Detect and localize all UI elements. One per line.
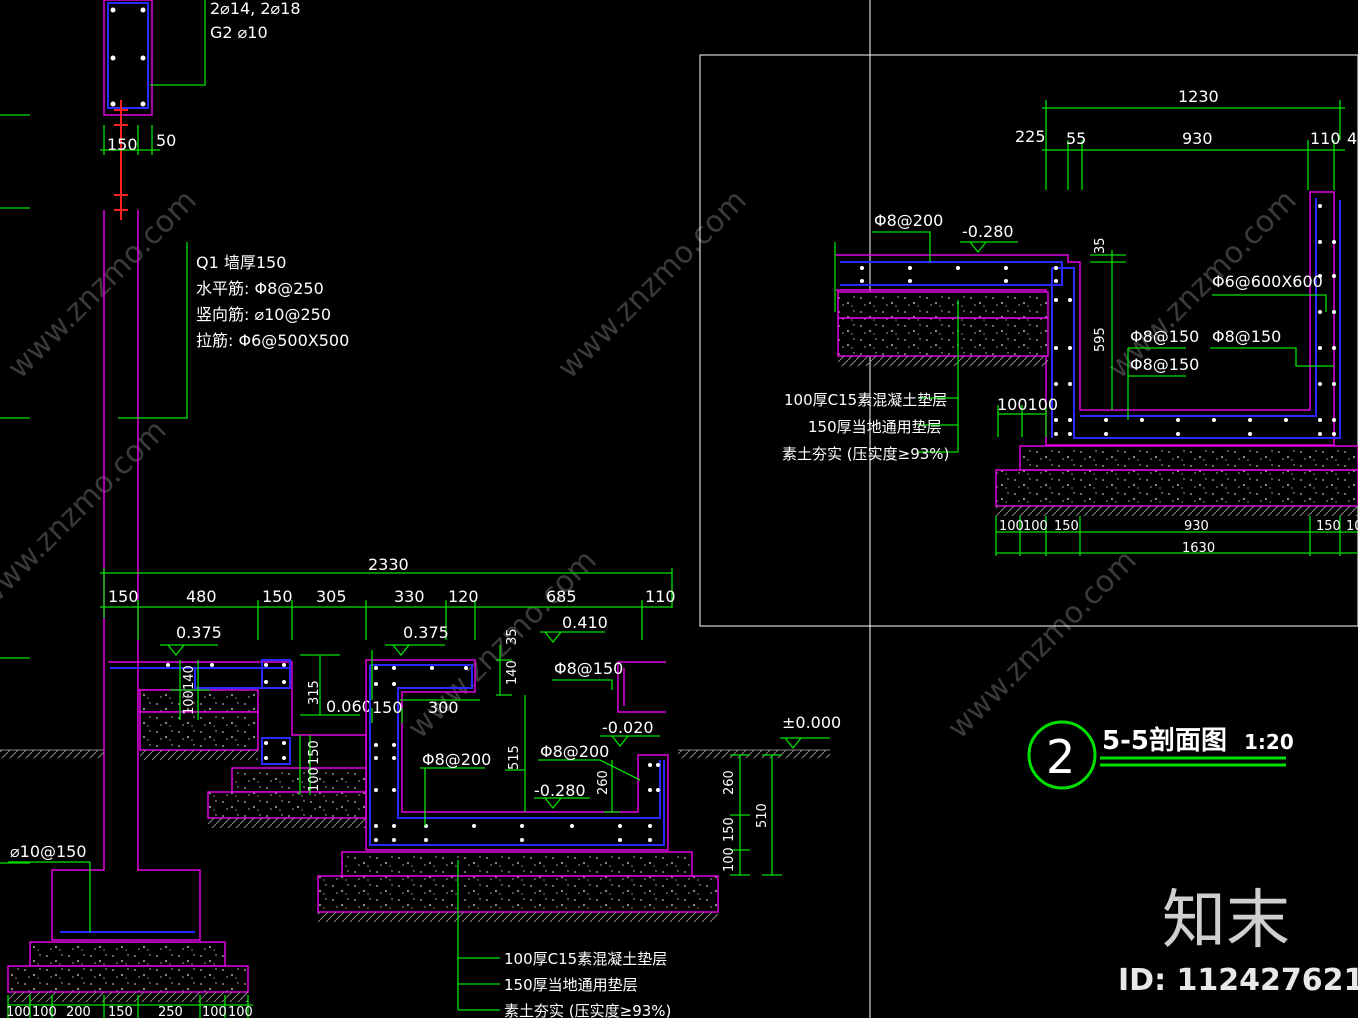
- dim-label: 300: [428, 698, 459, 717]
- dim-label: 120: [448, 587, 479, 606]
- wall-label: Q1 墙厚150: [196, 253, 286, 272]
- layer-label: 150厚当地通用垫层: [504, 976, 638, 994]
- detail-section: 1230 225 55 930 110 4 Φ8@200 -0.280 35 5…: [782, 87, 1358, 556]
- dim-label: 35: [505, 628, 520, 645]
- dim-label: 330: [394, 587, 425, 606]
- dim-label: 35: [1093, 237, 1108, 254]
- dim-label: 150: [372, 698, 403, 717]
- dim-label: 100: [307, 767, 322, 792]
- dim-label: 100: [6, 1005, 31, 1018]
- dim-label: 50: [156, 131, 176, 150]
- rebar-label: Φ6@600X600: [1212, 272, 1323, 291]
- detail-frame: [699, 54, 1358, 627]
- section-scale: 1:20: [1244, 730, 1294, 754]
- footing-rebar-label: ⌀10@150: [10, 842, 87, 861]
- main-section: 2330 150 480 150 305 330 120 685 110 0.3…: [100, 555, 841, 1018]
- elevation-label: 0.375: [176, 623, 222, 642]
- elevation-label: -0.280: [534, 781, 586, 800]
- watermark-text: www.znzmo.com: [551, 183, 754, 386]
- section-name: 5-5剖面图: [1102, 725, 1227, 756]
- layer-label: 素土夯实 (压实度≥93%): [504, 1002, 671, 1018]
- dim-label: 55: [1066, 129, 1086, 148]
- dim-label: 260: [722, 770, 737, 795]
- layer-label: 100厚C15素混凝土垫层: [504, 950, 667, 968]
- wall-rebar-label: 竖向筋: ⌀10@250: [196, 305, 331, 324]
- wall-rebar-label: 拉筋: Φ6@500X500: [196, 331, 349, 350]
- elevation-label: 0.060: [326, 697, 372, 716]
- dim-label: 4: [1347, 129, 1357, 148]
- dim-label: 225: [1015, 127, 1046, 146]
- column-stirrup-label: G2 ⌀10: [210, 23, 268, 42]
- dim-label: 140: [505, 660, 520, 685]
- column-rebar-label: 2⌀14, 2⌀18: [210, 0, 301, 18]
- elevation-label: 0.375: [403, 623, 449, 642]
- rebar-label: Φ8@150: [554, 659, 623, 678]
- dim-label: 100: [182, 690, 197, 715]
- rebar-label: Φ8@150: [1212, 327, 1281, 346]
- dim-label: 100: [1023, 519, 1048, 534]
- dim-label: 100: [32, 1005, 57, 1018]
- rebar-label: Φ8@200: [422, 750, 491, 769]
- rebar-label: Φ8@150: [1130, 355, 1199, 374]
- dim-label: 100: [999, 519, 1024, 534]
- section-number-circle: [1027, 720, 1097, 790]
- section-title: 2 5-5剖面图 1:20: [1027, 720, 1294, 790]
- rebar-label: Φ8@200: [874, 211, 943, 230]
- dim-label: 200: [66, 1005, 91, 1018]
- dim-label: 150: [108, 1005, 133, 1018]
- dim-label: 305: [316, 587, 347, 606]
- dim-label: 140: [182, 665, 197, 690]
- dim-label: 10: [1346, 519, 1358, 534]
- dim-label: 100100: [997, 395, 1058, 414]
- dim-label: 930: [1182, 129, 1213, 148]
- layer-label: 素土夯实 (压实度≥93%): [782, 445, 949, 463]
- rebar-label: Φ8@150: [1130, 327, 1199, 346]
- elevation-label: -0.280: [962, 222, 1014, 241]
- elevation-label: ±0.000: [782, 713, 841, 732]
- dim-label: 515: [507, 745, 522, 770]
- watermark-text: www.znzmo.com: [941, 543, 1144, 746]
- id-watermark: ID: 1124276214: [1118, 963, 1358, 998]
- dim-label: 260: [596, 770, 611, 795]
- dim-label: 100: [202, 1005, 227, 1018]
- dim-label: 150: [262, 587, 293, 606]
- dim-label: 510: [755, 803, 770, 828]
- dim-label: 100: [228, 1005, 253, 1018]
- dim-label: 110: [645, 587, 676, 606]
- dim-label: 315: [307, 680, 322, 705]
- wall-rebar-label: 水平筋: Φ8@250: [196, 279, 324, 298]
- dim-label: 150: [722, 817, 737, 842]
- elevation-label: 0.410: [562, 613, 608, 632]
- total-dim-label: 1230: [1178, 87, 1219, 106]
- dim-label: 150: [1316, 519, 1341, 534]
- dim-label: 100: [722, 847, 737, 872]
- dim-label: 150: [108, 587, 139, 606]
- dim-label: 110: [1310, 129, 1341, 148]
- dim-label: 150: [307, 740, 322, 765]
- rebar-label: Φ8@200: [540, 742, 609, 761]
- footing-bottom-dims: 100 100 200 150 250 100 100: [6, 995, 253, 1018]
- watermark-text: www.znzmo.com: [0, 413, 174, 616]
- elevation-label: -0.020: [602, 718, 654, 737]
- dim-label: 930: [1184, 519, 1209, 534]
- watermark-text: www.znzmo.com: [1, 183, 204, 386]
- dim-label: 480: [186, 587, 217, 606]
- layer-label: 150厚当地通用垫层: [808, 418, 942, 436]
- section-number: 2: [1046, 730, 1075, 784]
- dim-label: 150: [1054, 519, 1079, 534]
- dim-label: 1630: [1182, 541, 1215, 556]
- brand-watermark: 知末: [1162, 884, 1290, 958]
- dim-label: 250: [158, 1005, 183, 1018]
- dim-label: 685: [546, 587, 577, 606]
- dim-label: 595: [1093, 327, 1108, 352]
- dim-label: 150: [107, 135, 138, 154]
- total-dim-label: 2330: [368, 555, 409, 574]
- layer-label: 100厚C15素混凝土垫层: [784, 391, 947, 409]
